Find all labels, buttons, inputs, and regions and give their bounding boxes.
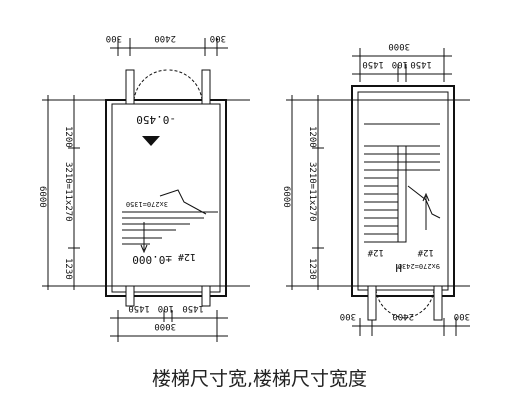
left-elev-bottom: ±0.000 xyxy=(132,253,172,266)
right-right-mark: 12# xyxy=(417,247,434,257)
right-top-dim-1: 1450 xyxy=(362,59,384,69)
right-side-seg-3: 1230 xyxy=(307,258,317,280)
right-left-mark: 12# xyxy=(367,247,384,257)
right-bottom-dim-1: 300 xyxy=(340,311,356,321)
right-h-mark: H xyxy=(395,261,402,274)
left-bottom-dim-2: 100 xyxy=(158,303,174,313)
left-bottom-total: 3000 xyxy=(154,321,176,331)
right-note: 9x270=2430 xyxy=(398,262,440,270)
left-top-dim-2: 2400 xyxy=(154,33,176,43)
left-side-seg-1: 1200 xyxy=(63,126,73,148)
left-side-total: 6000 xyxy=(37,186,47,208)
left-top-dim-3: 300 xyxy=(210,33,226,43)
left-stair-note: 3x270=1350 xyxy=(126,200,168,208)
left-bottom-dim-3: 1450 xyxy=(182,303,204,313)
left-top-dim-1: 300 xyxy=(106,33,122,43)
left-stair-mark: 12# xyxy=(178,251,196,262)
left-side-seg-3: 1230 xyxy=(63,258,73,280)
right-bottom-dim-2: 2400 xyxy=(392,311,414,321)
right-top-dim-3: 1450 xyxy=(410,59,432,69)
right-top-dim-2: 100 xyxy=(392,59,408,69)
left-stair-plan xyxy=(42,38,250,342)
right-side-total: 6000 xyxy=(281,186,291,208)
left-side-seg-2: 3210=11x270 xyxy=(63,162,73,222)
right-bottom-dim-3: 300 xyxy=(454,311,470,321)
right-side-seg-1: 1200 xyxy=(307,126,317,148)
right-side-seg-2: 3210=11x270 xyxy=(307,162,317,222)
right-top-total: 3000 xyxy=(388,41,410,51)
left-elev-top: -0.450 xyxy=(136,113,176,126)
left-bottom-dim-1: 1450 xyxy=(128,303,150,313)
image-caption: 楼梯尺寸宽,楼梯尺寸宽度 xyxy=(151,368,368,390)
elevation-marker-left xyxy=(142,136,160,146)
right-stair-plan xyxy=(286,48,470,336)
